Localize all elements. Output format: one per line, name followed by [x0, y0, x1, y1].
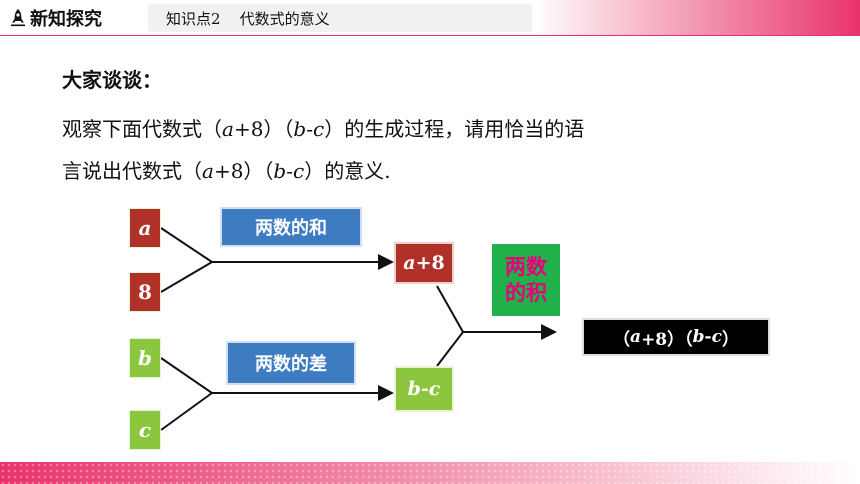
var-a: a — [630, 327, 642, 347]
text-segment: +8）（ — [641, 329, 693, 350]
leaf-a: a — [129, 208, 161, 248]
var-c: c — [293, 159, 305, 183]
topic-box — [148, 4, 532, 32]
text-segment: - — [420, 378, 429, 400]
text-segment: +8）（ — [213, 159, 274, 183]
footer-pattern — [0, 462, 860, 484]
var-a: a — [222, 117, 234, 141]
var-a: a — [202, 159, 214, 183]
var-b: b — [293, 117, 307, 141]
prompt-line-2: 言说出代数式（a+8）（b-c）的意义. — [62, 155, 391, 184]
var-c: c — [428, 378, 441, 400]
b-minus-c-box: b-c — [394, 366, 454, 412]
text-segment: （ — [613, 329, 631, 350]
text-segment: - — [704, 327, 712, 347]
text-segment: +8）（ — [233, 117, 294, 141]
var-b: b — [407, 378, 421, 400]
leaf-8: 8 — [129, 272, 161, 312]
var-b: b — [273, 159, 287, 183]
product-label-line-1: 两数 — [505, 253, 547, 279]
header-divider — [0, 35, 860, 36]
var-c: c — [313, 117, 325, 141]
text-segment: ）的意义. — [304, 159, 391, 183]
text-segment: 观察下面代数式（ — [62, 117, 222, 141]
var-a: a — [403, 252, 416, 274]
var-b: b — [692, 327, 705, 347]
a-plus-8-box: a+8 — [394, 242, 454, 284]
var-c: c — [711, 327, 722, 347]
discussion-heading: 大家谈谈： — [62, 68, 162, 92]
prompt-line-1: 观察下面代数式（a+8）（b-c）的生成过程，请用恰当的语 — [62, 113, 584, 142]
rocket-icon — [11, 9, 25, 27]
topic-title: 知识点2 代数式的意义 — [166, 10, 330, 28]
difference-label: 两数的差 — [226, 341, 356, 385]
section-title: 新知探究 — [30, 9, 102, 30]
sum-label: 两数的和 — [220, 207, 362, 247]
text-segment: +8 — [415, 252, 445, 274]
text-segment: 言说出代数式（ — [62, 159, 202, 183]
leaf-b: b — [129, 338, 161, 378]
text-segment: - — [306, 117, 313, 141]
product-label-line-2: 的积 — [505, 280, 547, 305]
footer-bar — [0, 462, 860, 484]
text-segment: ）的生成过程，请用恰当的语 — [324, 117, 585, 141]
result-expression: （a+8）（b-c） — [582, 318, 770, 356]
leaf-c: c — [129, 410, 161, 450]
product-label: 两数 的积 — [492, 244, 560, 316]
text-segment: ） — [721, 329, 739, 350]
text-segment: - — [286, 159, 293, 183]
